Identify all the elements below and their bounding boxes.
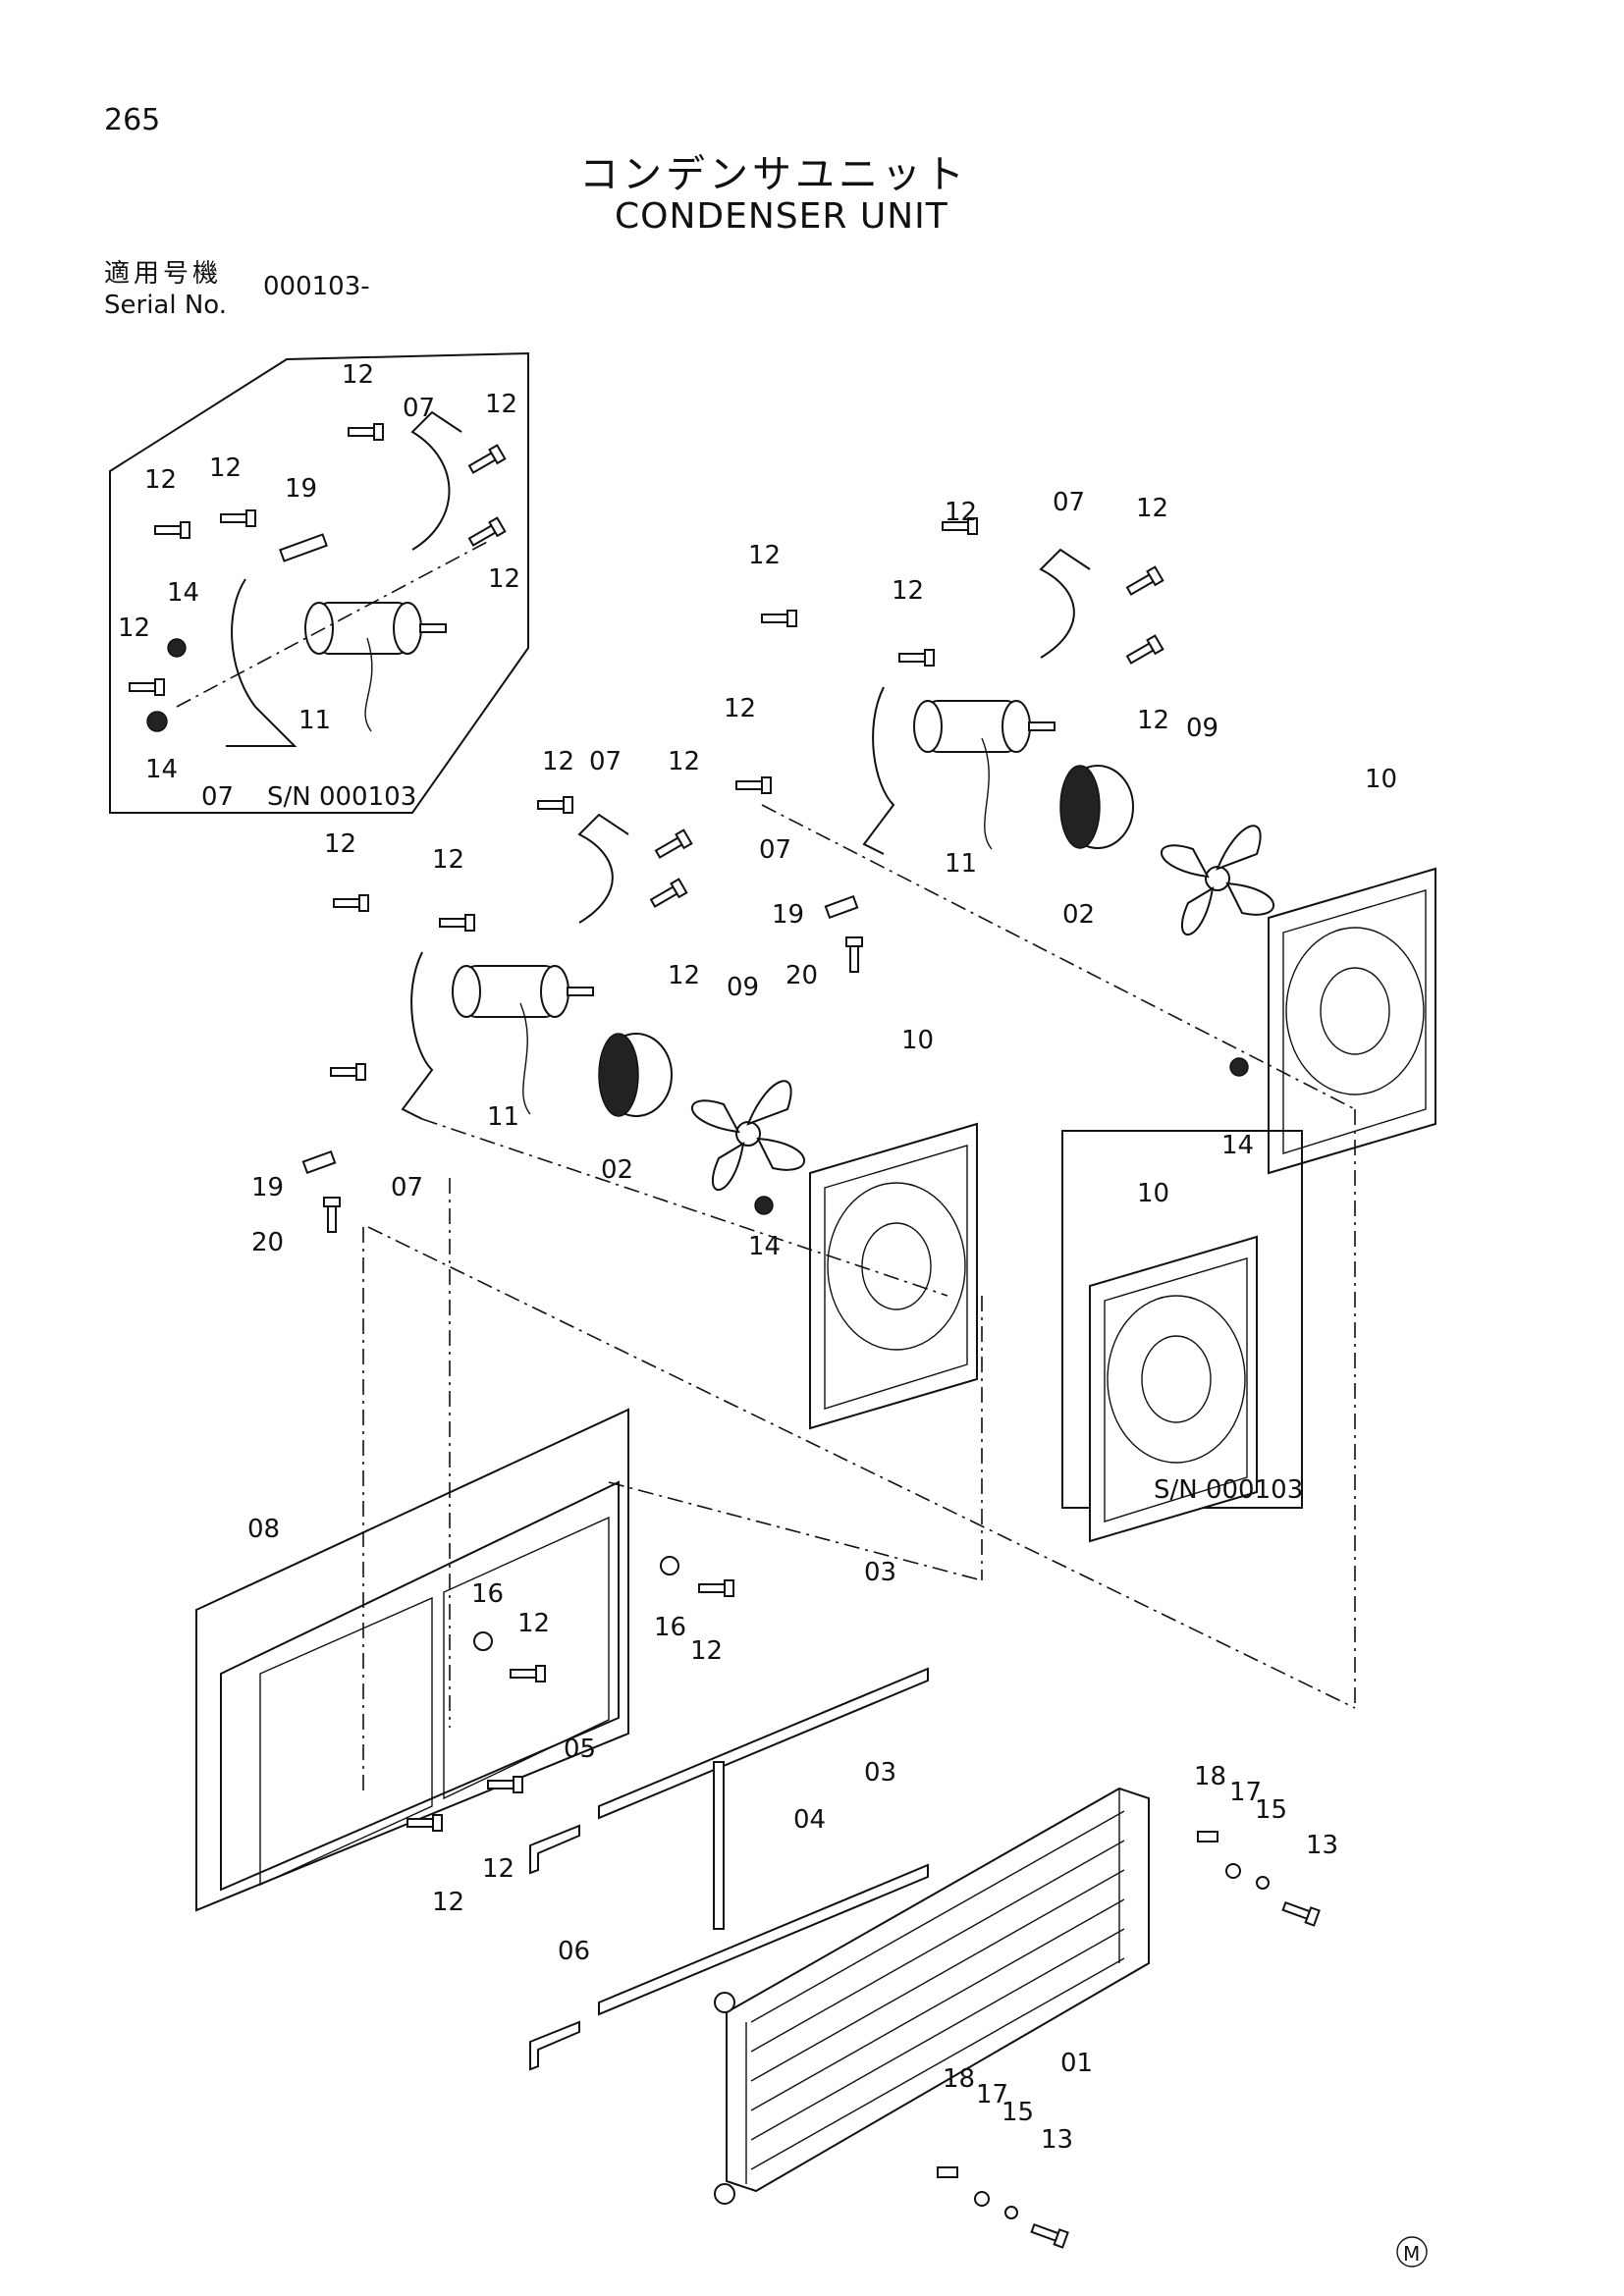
callout-03: 03	[864, 1558, 896, 1587]
applicable-models-label: 適用号機	[104, 259, 223, 289]
callout-12: 12	[724, 694, 756, 723]
callout-12: 12	[892, 576, 924, 606]
strips	[529, 1667, 929, 2071]
condenser-callouts: 18 17 15 13 01 18 17 15 13	[943, 1762, 1338, 2155]
callout-09: 09	[727, 973, 759, 1002]
callout-01: 01	[1060, 2049, 1093, 2078]
page-title-japanese: コンデンサユニット	[579, 152, 968, 197]
callout-15: 15	[1255, 1795, 1287, 1825]
callout-09: 09	[1186, 714, 1218, 743]
callout-18: 18	[1194, 1762, 1226, 1791]
callout-20: 20	[251, 1228, 284, 1257]
callout-12: 12	[432, 1888, 464, 1917]
callout-10: 10	[1365, 765, 1397, 794]
callout-07: 07	[759, 835, 791, 865]
condenser-core	[714, 1787, 1321, 2249]
callout-14: 14	[748, 1232, 781, 1261]
callout-11: 11	[945, 849, 977, 879]
callout-18: 18	[943, 2064, 975, 2094]
callout-06: 06	[558, 1937, 590, 1966]
frame-plate	[195, 1109, 1356, 1912]
callout-12: 12	[945, 498, 977, 527]
callout-13: 13	[1306, 1831, 1338, 1860]
callout-12: 12	[668, 747, 700, 776]
callout-20: 20	[785, 961, 818, 990]
motor-assembly-inset	[109, 351, 529, 814]
callout-16: 16	[654, 1613, 686, 1642]
callout-13: 13	[1041, 2125, 1073, 2155]
callout-05: 05	[564, 1735, 596, 1764]
callout-15: 15	[1001, 2098, 1034, 2127]
callout-12: 12	[748, 541, 781, 570]
callout-03: 03	[864, 1758, 896, 1788]
callout-12: 12	[668, 961, 700, 990]
callout-12: 12	[144, 465, 177, 495]
callout-12: 12	[517, 1609, 550, 1638]
callout-07: 07	[1053, 488, 1085, 517]
upper-motor-assembly	[735, 517, 1436, 1174]
callout-11: 11	[298, 706, 331, 735]
shroud-inset-callouts: 10 S/N 000103	[1137, 1179, 1303, 1505]
callout-14: 14	[1221, 1131, 1254, 1160]
callout-17: 17	[976, 2080, 1008, 2109]
callout-12: 12	[432, 845, 464, 875]
callout-14: 14	[167, 578, 199, 608]
callout-11: 11	[487, 1102, 519, 1132]
callout-19: 19	[285, 474, 317, 504]
callout-14: 14	[145, 755, 178, 784]
callout-07: 07	[403, 394, 435, 423]
callout-16: 16	[471, 1579, 504, 1609]
callout-12: 12	[1136, 494, 1168, 523]
callout-12: 12	[482, 1854, 514, 1884]
motor-inset-label: S/N 000103	[267, 782, 416, 812]
shroud-inset-label: S/N 000103	[1154, 1475, 1303, 1505]
frame-callouts: 08 16 12 16 12 03 05 04 03 12 12 06	[247, 1515, 896, 1966]
callout-12: 12	[542, 747, 574, 776]
callout-17: 17	[1229, 1778, 1262, 1807]
callout-07: 07	[391, 1173, 423, 1202]
callout-07: 07	[201, 782, 234, 812]
page-title-english: CONDENSER UNIT	[615, 196, 948, 237]
callout-12: 12	[485, 390, 517, 419]
callout-12: 12	[342, 360, 374, 390]
callout-19: 19	[772, 900, 804, 930]
callout-12: 12	[1137, 706, 1169, 735]
callout-10: 10	[1137, 1179, 1169, 1208]
callout-19: 19	[251, 1173, 284, 1202]
svg-text:M: M	[1403, 2242, 1420, 2266]
callout-02: 02	[601, 1155, 633, 1185]
callout-12: 12	[488, 564, 520, 594]
callout-07: 07	[589, 747, 622, 776]
lower-motor-assembly	[301, 796, 978, 1429]
shroud-inset	[1061, 1130, 1303, 1542]
callout-12: 12	[324, 829, 356, 859]
callout-04: 04	[793, 1805, 826, 1835]
serial-number-label: Serial No.	[104, 291, 227, 320]
callout-12: 12	[690, 1636, 723, 1666]
lower-motor-callouts: 12 07 12 12 12 12 09 10 11 02 19 07 20 1…	[251, 747, 934, 1261]
page-number: 265	[104, 103, 161, 137]
callout-12: 12	[118, 614, 150, 643]
manufacturer-mark: M	[1396, 2236, 1428, 2268]
callout-12: 12	[209, 454, 242, 483]
serial-number-value: 000103-	[263, 272, 370, 301]
callout-10: 10	[901, 1026, 934, 1055]
motor-inset-callouts: 12 07 12 12 12 19 12 14 12 11 14 07 S/N …	[118, 360, 520, 812]
callout-02: 02	[1062, 900, 1095, 930]
callout-08: 08	[247, 1515, 280, 1544]
upper-motor-callouts: 12 07 12 12 12 12 12 09 07 11 02 19 20 1…	[724, 488, 1397, 1160]
